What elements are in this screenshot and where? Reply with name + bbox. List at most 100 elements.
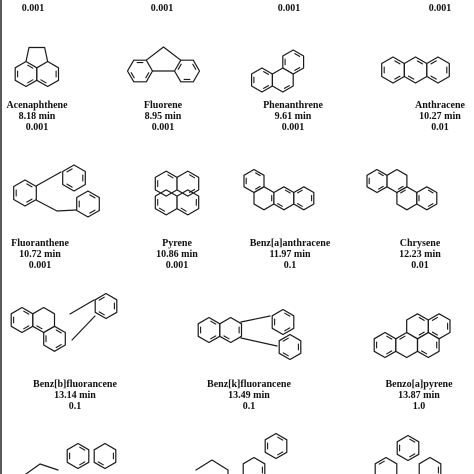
partial-structure-left (25, 442, 117, 474)
double-bond (40, 79, 47, 84)
benzene-ring (154, 170, 178, 197)
compound-value: 0.001 (26, 122, 49, 133)
double-bond (430, 75, 437, 80)
double-bond (263, 71, 270, 75)
compound-value: 1.0 (413, 401, 426, 412)
benzene-ring (264, 432, 288, 460)
double-bond (284, 189, 291, 194)
benzene-ring (36, 60, 60, 88)
double-bond (23, 325, 30, 330)
fluorene-structure (126, 46, 201, 83)
double-bond (418, 316, 425, 321)
double-bond (89, 194, 96, 199)
retention-time: 8.18 min (19, 111, 56, 122)
double-bond (98, 311, 105, 316)
benzene-ring (154, 189, 178, 216)
benzene-ring (93, 442, 117, 470)
double-bond (255, 172, 261, 177)
chrysene-structure (366, 168, 438, 211)
benzene-ring (374, 456, 398, 474)
double-bond (394, 75, 401, 80)
double-bond (26, 183, 33, 188)
double-bond (98, 296, 105, 301)
double-bond (431, 331, 438, 336)
phenanthrene-structure (251, 49, 305, 93)
benz-k-fluoranthene-structure (197, 308, 302, 361)
benzene-ring (396, 186, 418, 211)
benzene-ring (373, 331, 397, 359)
double-bond (282, 352, 289, 357)
partial-structure-middle (195, 432, 288, 474)
compound-name: Phenanthrene (263, 100, 323, 111)
double-bond (130, 72, 135, 79)
retention-time: 12.23 min (399, 249, 441, 260)
double-bond (431, 316, 438, 321)
double-bond (27, 64, 34, 69)
double-bond (27, 79, 34, 84)
double-bond (386, 350, 393, 355)
partial-ring-bond (25, 463, 59, 474)
compound-value: 0.01 (431, 122, 449, 133)
double-bond (36, 325, 43, 330)
double-bond (427, 203, 434, 207)
double-bond (167, 174, 174, 179)
double-bond (79, 461, 86, 466)
pyrene-structure (154, 170, 200, 216)
retention-time: 13.87 min (398, 390, 440, 401)
double-bond (282, 337, 289, 342)
five-ring-ch2 (145, 46, 182, 61)
benzene-ring (416, 186, 438, 211)
benzene-ring (273, 186, 295, 211)
retention-time: 10.72 min (19, 249, 61, 260)
benzene-ring (381, 56, 405, 84)
retention-time: 13.14 min (54, 390, 96, 401)
compound-value: 0.001 (282, 122, 305, 133)
benzene-ring (278, 333, 302, 361)
double-bond (378, 460, 385, 465)
double-bond (26, 198, 33, 203)
benzene-ring (271, 308, 295, 336)
compound-value: 0.01 (411, 260, 429, 271)
anthracene-structure (381, 56, 450, 84)
compound-value: 0.1 (243, 401, 256, 412)
retention-time: 9.61 min (275, 111, 312, 122)
compound-name: Benz[a]anthracene (250, 238, 331, 249)
five-membered-ring (35, 171, 77, 212)
compound-value: 0.001 (29, 260, 52, 271)
benzene-ring (293, 186, 315, 211)
compound-name: Benz[k]fluorancene (207, 379, 291, 390)
double-bond (55, 329, 62, 334)
five-membered-ring (240, 315, 278, 347)
compound-value: 0.001 (152, 122, 175, 133)
benzene-ring (282, 49, 305, 75)
benzene-ring (176, 170, 200, 197)
double-bond (277, 451, 284, 456)
benzene-ring (176, 189, 200, 216)
double-bond (89, 209, 96, 214)
benzene-ring (173, 59, 201, 83)
benzene-ring (251, 67, 273, 93)
double-bond (283, 85, 290, 89)
double-bond (427, 189, 434, 194)
compound-value: 0.1 (284, 260, 297, 271)
double-bond (23, 310, 30, 315)
retention-time: 13.49 min (228, 390, 270, 401)
double-bond (210, 335, 217, 340)
benzene-ring (10, 306, 34, 334)
benzene-ring (126, 59, 154, 83)
top-value: 0.001 (151, 3, 174, 14)
double-bond (378, 172, 384, 177)
benz-b-fluoranthene-structure (10, 292, 118, 352)
benzene-ring (62, 164, 86, 192)
benzene-ring (219, 316, 243, 344)
compound-name: Pyrene (162, 238, 192, 249)
compound-name: Chrysene (400, 238, 441, 249)
benzene-ring (426, 56, 450, 84)
benzene-ring (94, 292, 118, 320)
molecule-structures (10, 46, 451, 474)
double-bond (397, 185, 404, 190)
double-bond (263, 85, 270, 89)
compound-name: Fluorene (144, 100, 183, 111)
acenaphthene-structure (14, 46, 60, 88)
